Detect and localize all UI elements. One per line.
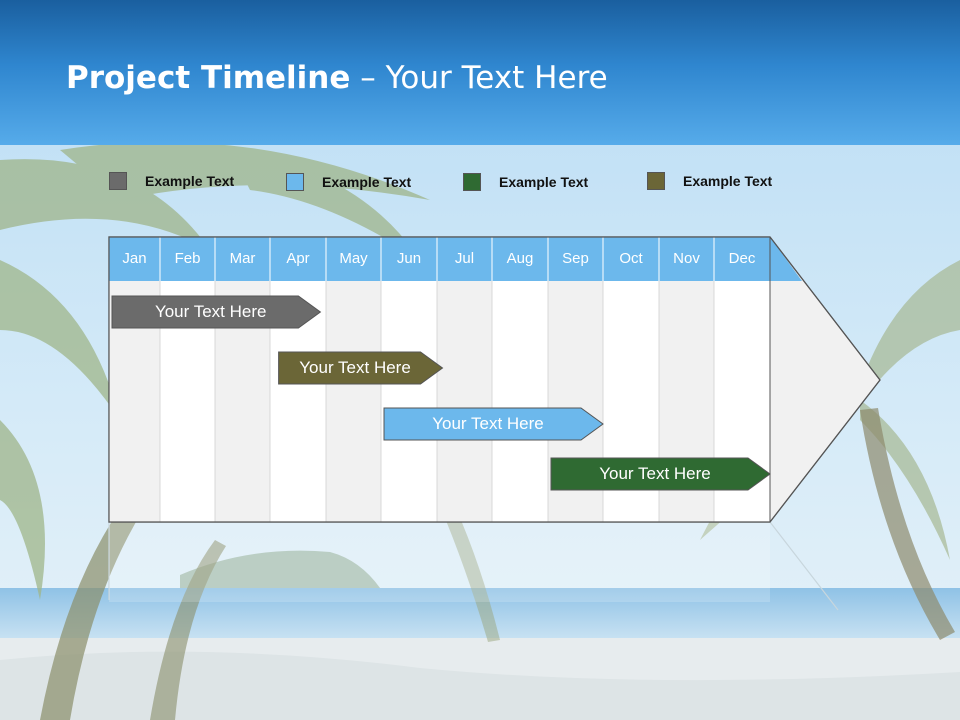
task-bar-2 <box>278 351 444 385</box>
legend-swatch-olive <box>647 172 665 190</box>
page-title-bold: Project Timeline <box>66 60 351 96</box>
month-column-jul <box>437 281 492 522</box>
task-bar-1 <box>111 295 322 329</box>
chart-reflection <box>108 521 839 611</box>
month-label-jan: Jan <box>122 250 147 267</box>
month-label-nov: Nov <box>673 250 700 267</box>
timeline-arrow-outline <box>108 236 881 523</box>
task-bar-label-1: Your Text Here <box>154 302 267 321</box>
month-column-may <box>326 281 381 522</box>
legend-label: Example Text <box>683 173 773 189</box>
month-column-jun <box>381 281 437 522</box>
legend-swatch-gray <box>109 172 127 190</box>
task-bar-4 <box>550 457 771 491</box>
month-label-jun: Jun <box>396 250 422 267</box>
task-bar-label-3: Your Text Here <box>432 414 544 433</box>
legend-item-gray: Example Text <box>109 170 234 192</box>
page-title-rest: – Your Text Here <box>350 60 608 96</box>
month-label-feb: Feb <box>174 250 201 267</box>
task-bar-3 <box>383 407 604 441</box>
legend-swatch-light-blue <box>286 173 304 191</box>
legend-swatch-green <box>463 173 481 191</box>
month-label-mar: Mar <box>229 250 256 267</box>
page-title: Project Timeline – Your Text Here <box>66 60 608 96</box>
legend-item-olive: Example Text <box>647 170 772 192</box>
month-label-dec: Dec <box>728 250 756 267</box>
legend-item-green: Example Text <box>463 171 588 193</box>
month-header-bar <box>109 237 770 281</box>
month-column-aug <box>492 281 548 522</box>
task-bar-label-2: Your Text Here <box>299 358 411 377</box>
legend-label: Example Text <box>499 174 589 190</box>
title-banner: Project Timeline – Your Text Here <box>0 0 960 145</box>
month-label-oct: Oct <box>619 250 643 267</box>
month-label-sep: Sep <box>562 250 589 267</box>
month-label-jul: Jul <box>454 250 475 267</box>
month-label-may: May <box>339 250 368 267</box>
task-bar-label-4: Your Text Here <box>599 464 711 483</box>
legend-label: Example Text <box>322 174 412 190</box>
month-label-aug: Aug <box>506 250 534 267</box>
legend-item-light-blue: Example Text <box>286 171 411 193</box>
month-label-apr: Apr <box>286 250 310 267</box>
legend-label: Example Text <box>145 173 235 189</box>
chart-reflection-fill <box>109 522 770 602</box>
